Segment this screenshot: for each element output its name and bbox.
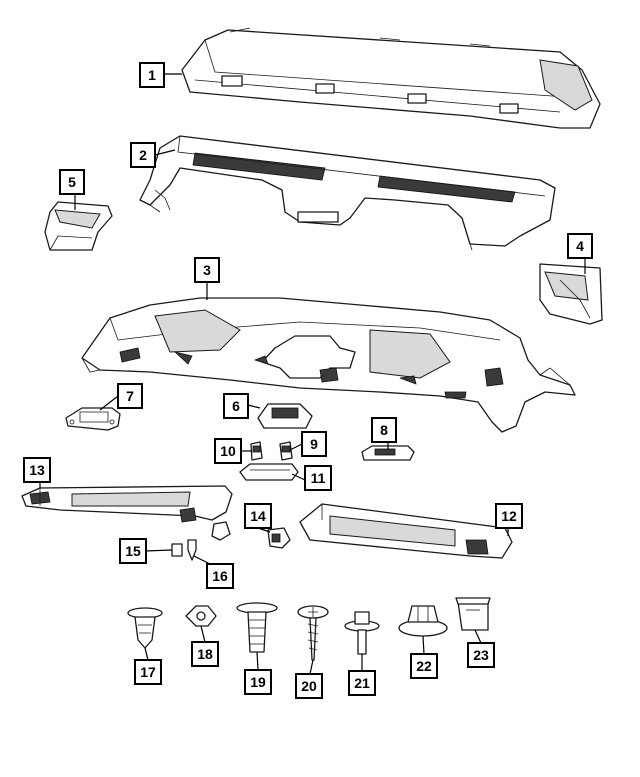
callout-23: 23 bbox=[467, 642, 495, 668]
callout-2: 2 bbox=[130, 142, 156, 168]
part-12-sun-visor bbox=[299, 503, 513, 559]
part-20-screw bbox=[297, 605, 329, 661]
part-21-bolt bbox=[344, 611, 380, 655]
callout-18: 18 bbox=[191, 641, 219, 667]
callout-7: 7 bbox=[117, 383, 143, 409]
part-10-clip bbox=[250, 441, 263, 461]
callout-21: 21 bbox=[348, 670, 376, 696]
svg-text:1: 1 bbox=[148, 67, 156, 83]
part-7-bracket-plate bbox=[65, 407, 121, 431]
svg-text:20: 20 bbox=[301, 678, 317, 694]
svg-text:10: 10 bbox=[220, 443, 236, 459]
part-13-sun-visor bbox=[21, 485, 233, 523]
svg-text:18: 18 bbox=[197, 646, 213, 662]
svg-text:13: 13 bbox=[29, 462, 45, 478]
callout-19: 19 bbox=[244, 669, 272, 695]
part-9-clip bbox=[279, 441, 293, 461]
callout-12: 12 bbox=[495, 503, 523, 529]
callout-17: 17 bbox=[134, 659, 162, 685]
svg-text:12: 12 bbox=[501, 508, 517, 524]
svg-text:8: 8 bbox=[380, 422, 388, 438]
svg-text:6: 6 bbox=[232, 398, 240, 414]
svg-text:16: 16 bbox=[212, 568, 228, 584]
svg-text:22: 22 bbox=[416, 658, 432, 674]
callout-8: 8 bbox=[371, 417, 397, 443]
callout-20: 20 bbox=[295, 673, 323, 699]
svg-text:4: 4 bbox=[576, 238, 584, 254]
callout-16: 16 bbox=[206, 563, 234, 589]
part-22-flange-nut bbox=[398, 605, 448, 637]
part-11-lamp-lens bbox=[239, 463, 299, 481]
svg-text:3: 3 bbox=[203, 262, 211, 278]
part-14b-visor-clip bbox=[211, 521, 231, 541]
svg-text:2: 2 bbox=[139, 147, 147, 163]
part-8-switch bbox=[361, 445, 415, 461]
callout-14: 14 bbox=[244, 503, 272, 529]
part-1-upper-panel bbox=[181, 27, 601, 129]
part-6-dome-lamp bbox=[257, 403, 313, 429]
part-23-clip bbox=[455, 597, 491, 631]
part-4-bracket bbox=[539, 263, 603, 325]
callout-11: 11 bbox=[304, 465, 332, 491]
svg-text:23: 23 bbox=[473, 647, 489, 663]
part-18-nut bbox=[185, 605, 217, 627]
svg-text:7: 7 bbox=[126, 388, 134, 404]
svg-text:17: 17 bbox=[140, 664, 156, 680]
callout-5: 5 bbox=[59, 169, 85, 195]
part-2-grille-panel bbox=[139, 135, 556, 251]
svg-text:21: 21 bbox=[354, 675, 370, 691]
callout-13: 13 bbox=[23, 457, 51, 483]
svg-text:5: 5 bbox=[68, 174, 76, 190]
callout-1: 1 bbox=[139, 62, 165, 88]
svg-text:9: 9 bbox=[310, 436, 318, 452]
part-14-visor-clip bbox=[267, 527, 291, 549]
part-17-push-pin bbox=[127, 607, 163, 649]
svg-text:15: 15 bbox=[125, 543, 141, 559]
callout-15: 15 bbox=[119, 538, 147, 564]
callout-22: 22 bbox=[410, 653, 438, 679]
svg-text:11: 11 bbox=[311, 470, 326, 486]
svg-text:14: 14 bbox=[250, 508, 266, 524]
callout-6: 6 bbox=[223, 393, 249, 419]
svg-text:19: 19 bbox=[250, 674, 266, 690]
part-5-bracket bbox=[44, 201, 113, 251]
callout-3: 3 bbox=[194, 257, 220, 283]
callout-4: 4 bbox=[567, 233, 593, 259]
part-19-rivet bbox=[236, 602, 278, 653]
callout-9: 9 bbox=[301, 431, 327, 457]
part-15-plug bbox=[171, 543, 183, 557]
part-16-pin bbox=[187, 539, 197, 561]
part-3-headliner-panel bbox=[81, 297, 576, 433]
callout-10: 10 bbox=[214, 438, 242, 464]
